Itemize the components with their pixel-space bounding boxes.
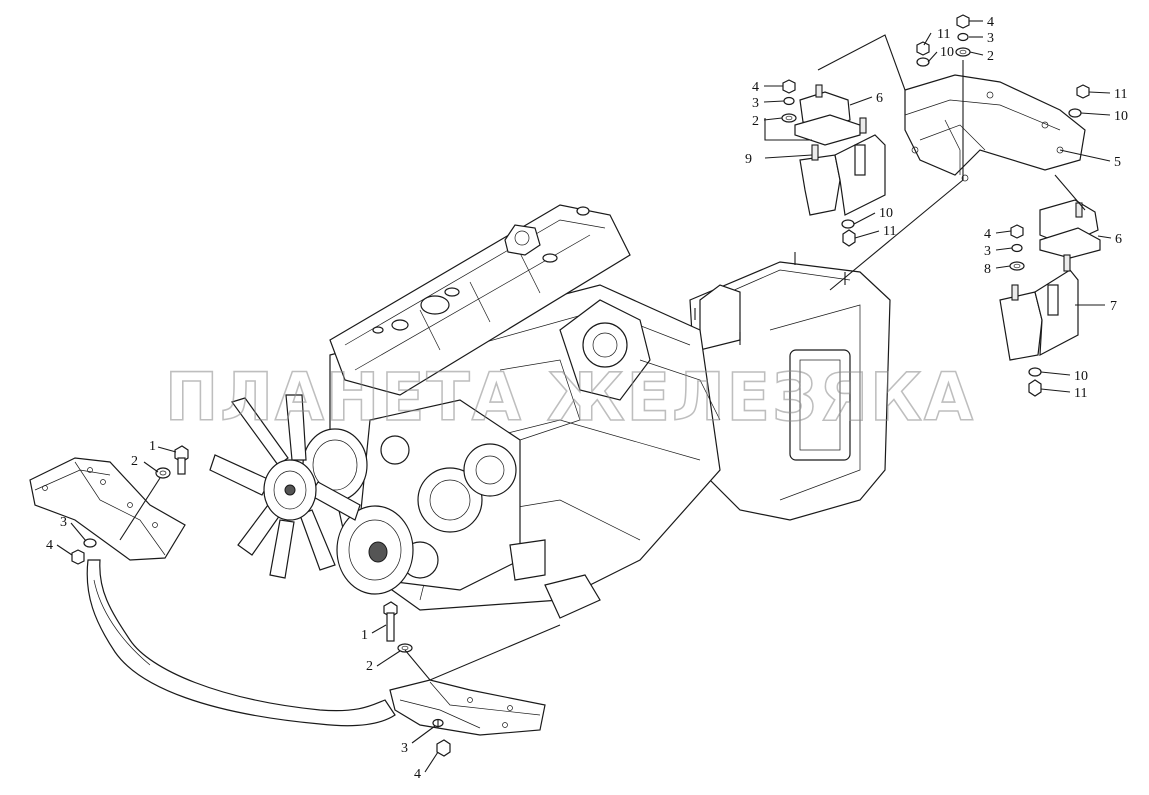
- callout-label: 8: [984, 262, 991, 277]
- callout-label: 3: [987, 31, 994, 46]
- leader-lines: [56, 20, 1112, 773]
- callout-label: 2: [366, 659, 373, 674]
- callout-label: 3: [60, 515, 67, 530]
- callout-label: 10: [879, 206, 893, 221]
- upper-crossmember-bracket: [904, 14, 1090, 182]
- callout-label: 6: [1115, 232, 1122, 247]
- callout-label: 11: [883, 224, 896, 239]
- left-front-bracket: [29, 457, 186, 561]
- callout-label: 4: [414, 767, 421, 782]
- rear-bottom-bracket: [389, 679, 546, 736]
- callout-numbers: 1 2 3 4 1 2 3 4 4 3 2 11 10 11 10 5 4 3 …: [46, 15, 1128, 782]
- callout-label: 5: [1114, 155, 1121, 170]
- callout-label: 7: [1110, 299, 1117, 314]
- callout-label: 3: [752, 96, 759, 111]
- callout-label: 10: [1074, 369, 1088, 384]
- callout-label: 10: [940, 45, 954, 60]
- callout-label: 3: [401, 741, 408, 756]
- callout-label: 10: [1114, 109, 1128, 124]
- callout-label: 11: [1074, 386, 1087, 401]
- cooling-fan: [209, 394, 361, 579]
- bottom-fasteners: [383, 601, 451, 757]
- callout-label: 1: [361, 628, 368, 643]
- callout-label: 4: [984, 227, 991, 242]
- callout-label: 9: [745, 152, 752, 167]
- front-left-fasteners: [71, 445, 189, 565]
- callout-label: 4: [987, 15, 994, 30]
- callout-label: 3: [984, 244, 991, 259]
- callout-label: 2: [131, 454, 138, 469]
- callout-label: 2: [987, 49, 994, 64]
- engine-assembly: [209, 204, 891, 619]
- callout-label: 4: [46, 538, 53, 553]
- callout-label: 6: [876, 91, 883, 106]
- callout-label: 11: [937, 27, 950, 42]
- callout-label: 11: [1114, 87, 1127, 102]
- right-rear-mount: [999, 199, 1101, 397]
- callout-label: 4: [752, 80, 759, 95]
- callout-label: 1: [149, 439, 156, 454]
- top-left-mount: [781, 79, 886, 247]
- watermark-text: ПЛАНЕТА ЖЕЛЕЗЯКА: [165, 359, 975, 436]
- callout-label: 2: [752, 114, 759, 129]
- front-crossmember: [86, 559, 396, 727]
